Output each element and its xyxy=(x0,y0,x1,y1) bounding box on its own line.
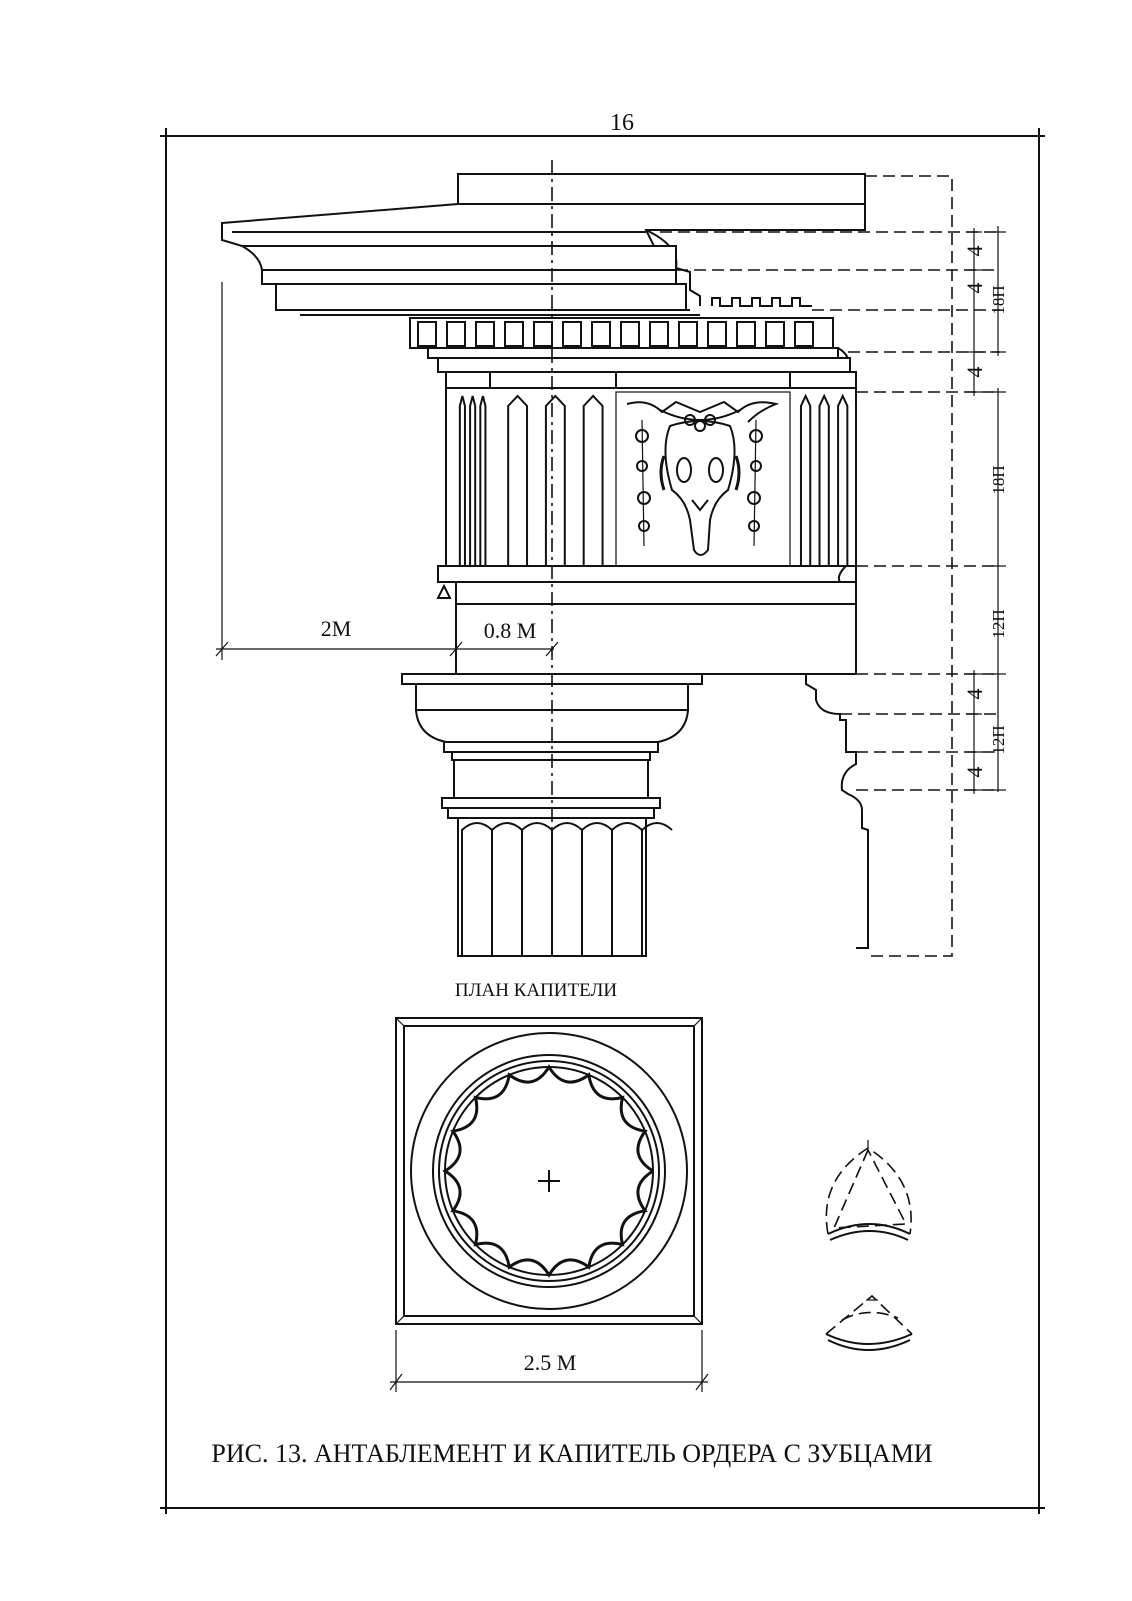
triglyphs xyxy=(458,393,849,566)
dentil xyxy=(794,321,814,347)
dim-side-7: 12П xyxy=(989,725,1008,754)
dimension-2m: 2M 0.8 M xyxy=(215,282,559,660)
page-frame xyxy=(160,128,1045,1514)
page-number: 16 xyxy=(610,110,634,136)
dentil xyxy=(446,321,466,347)
triglyph-groove xyxy=(544,394,566,566)
dim-side-3: 4 xyxy=(962,367,987,378)
flute-construction-lower xyxy=(825,1294,913,1351)
capital-elevation xyxy=(401,673,703,957)
bucranium-ornament xyxy=(615,391,791,567)
gutta xyxy=(436,583,452,599)
dentils xyxy=(417,321,814,347)
triglyph-groove xyxy=(469,395,477,566)
dim-side-5: 12П xyxy=(989,609,1008,638)
triglyph-groove xyxy=(479,395,487,566)
flute xyxy=(641,822,673,956)
dim-side-8: 4 xyxy=(962,767,987,778)
dimension-25m: 2.5 M xyxy=(389,1330,709,1392)
plan-title: ПЛАН КАПИТЕЛИ xyxy=(455,980,617,1001)
triglyph-groove xyxy=(818,393,830,566)
dim-side-6: 4 xyxy=(962,689,987,700)
dim-side-1: 4 xyxy=(962,283,987,294)
dim-side-4: 18П xyxy=(989,465,1008,494)
dentil xyxy=(504,321,524,347)
flute xyxy=(521,822,553,956)
dentil xyxy=(591,321,611,347)
flute-construction-upper xyxy=(825,1140,912,1241)
dentil xyxy=(736,321,756,347)
dentil xyxy=(475,321,495,347)
dim-08m-label: 0.8 M xyxy=(484,618,537,643)
dentil xyxy=(765,321,785,347)
flute xyxy=(581,822,613,956)
triglyph-groove xyxy=(582,394,604,566)
dim-side-2: 18П xyxy=(989,285,1008,314)
capital-plan xyxy=(395,1017,703,1325)
dentil xyxy=(620,321,640,347)
dim-side-0: 4 xyxy=(962,246,987,257)
dim-2m-label: 2M xyxy=(321,616,352,641)
flute xyxy=(611,822,643,956)
dentil xyxy=(649,321,669,347)
flute xyxy=(491,822,523,956)
flute xyxy=(461,822,493,956)
figure-caption: РИС. 13. АНТАБЛЕМЕНТ И КАПИТЕЛЬ ОРДЕРА С… xyxy=(211,1439,932,1468)
triglyph-groove xyxy=(799,393,812,566)
dim-25m-label: 2.5 M xyxy=(524,1350,577,1375)
triglyph-groove xyxy=(507,394,529,566)
triglyph-groove xyxy=(458,395,466,566)
vertical-dimensions: 4 4 18П 4 18П 12П 4 12П 4 xyxy=(962,226,1008,794)
column-flutes xyxy=(461,822,673,956)
dentil xyxy=(562,321,582,347)
dentil xyxy=(707,321,727,347)
dentil xyxy=(417,321,437,347)
dentil xyxy=(678,321,698,347)
triglyph-groove xyxy=(837,393,849,566)
